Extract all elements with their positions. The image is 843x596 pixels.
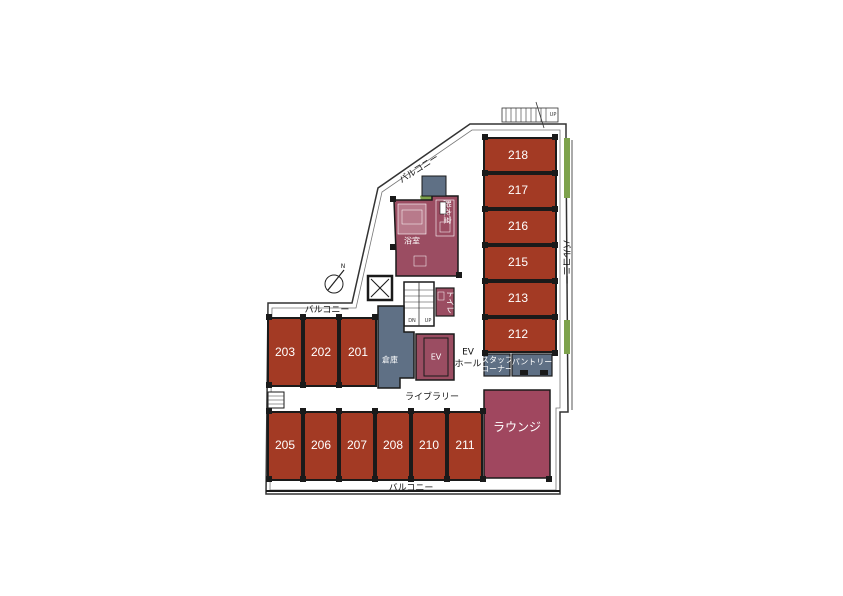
toilet[interactable]: トイレ xyxy=(435,287,455,317)
exterior-stair[interactable]: UP xyxy=(501,101,559,129)
svg-text:207: 207 xyxy=(347,438,367,452)
room-217[interactable]: 217 xyxy=(483,173,557,209)
green-planting-right-2 xyxy=(564,320,570,354)
room-213[interactable]: 213 xyxy=(483,281,557,317)
balcony-left-label: バルコニー xyxy=(305,305,350,316)
svg-text:201: 201 xyxy=(348,345,368,359)
stair-up-label: UP xyxy=(550,112,557,118)
svg-text:パントリー: パントリー xyxy=(512,358,552,367)
svg-text:215: 215 xyxy=(508,255,528,269)
elevator[interactable]: EV xyxy=(415,333,455,381)
room-203[interactable]: 203 xyxy=(267,317,303,387)
room-208[interactable]: 208 xyxy=(375,411,411,481)
svg-text:スタッフ: スタッフ xyxy=(481,356,513,365)
storage[interactable]: 倉庫 xyxy=(377,305,415,389)
service-room-top xyxy=(421,175,447,197)
room-216[interactable]: 216 xyxy=(483,209,557,245)
svg-text:206: 206 xyxy=(311,438,331,452)
structural-columns xyxy=(266,134,558,482)
svg-text:EV: EV xyxy=(431,353,442,362)
room-215[interactable]: 215 xyxy=(483,245,557,281)
room-211[interactable]: 211 xyxy=(447,411,483,481)
svg-text:トイレ: トイレ xyxy=(446,290,455,314)
room-202[interactable]: 202 xyxy=(303,317,339,387)
library-label: ライブラリー xyxy=(405,391,459,403)
svg-text:217: 217 xyxy=(508,183,528,197)
shaft-icon xyxy=(366,274,394,302)
ev-hall-label-2: ホール xyxy=(454,359,481,370)
staff-corner[interactable]: スタッフ コーナー xyxy=(481,353,513,377)
svg-text:218: 218 xyxy=(508,148,528,162)
svg-text:203: 203 xyxy=(275,345,295,359)
stair-dn-label: DN xyxy=(408,318,416,324)
bath-area[interactable]: 浴室 脱衣室 xyxy=(393,195,459,277)
balcony-right-label: バルコニー xyxy=(561,240,572,285)
green-planting-right xyxy=(564,138,570,198)
stair-core[interactable]: DN UP xyxy=(403,281,435,327)
svg-text:202: 202 xyxy=(311,345,331,359)
compass-icon: N xyxy=(324,263,346,294)
ev-hall-label-1: EV xyxy=(462,348,475,358)
svg-text:コーナー: コーナー xyxy=(481,365,513,374)
room-218[interactable]: 218 xyxy=(483,137,557,173)
room-210[interactable]: 210 xyxy=(411,411,447,481)
door-bath xyxy=(439,201,447,215)
bath-label: 浴室 xyxy=(404,236,420,246)
svg-text:216: 216 xyxy=(508,219,528,233)
svg-text:211: 211 xyxy=(455,438,474,452)
room-206[interactable]: 206 xyxy=(303,411,339,481)
svg-text:205: 205 xyxy=(275,438,295,452)
svg-text:213: 213 xyxy=(508,291,528,305)
svg-text:N: N xyxy=(341,263,346,270)
svg-text:ラウンジ: ラウンジ xyxy=(493,420,541,434)
lounge[interactable]: ラウンジ xyxy=(483,389,551,479)
svg-text:210: 210 xyxy=(419,438,439,452)
svg-text:208: 208 xyxy=(383,438,403,452)
room-205[interactable]: 205 xyxy=(267,411,303,481)
dressing-label: 脱衣室 xyxy=(443,200,453,224)
room-201[interactable]: 201 xyxy=(339,317,377,387)
stair-up-label-core: UP xyxy=(425,318,432,324)
balcony-bottom-label: バルコニー xyxy=(389,483,434,494)
side-stair[interactable] xyxy=(267,391,285,409)
svg-text:212: 212 xyxy=(508,327,528,341)
svg-text:倉庫: 倉庫 xyxy=(382,355,398,365)
room-207[interactable]: 207 xyxy=(339,411,375,481)
pantry[interactable]: パントリー xyxy=(511,353,553,377)
room-212[interactable]: 212 xyxy=(483,317,557,353)
